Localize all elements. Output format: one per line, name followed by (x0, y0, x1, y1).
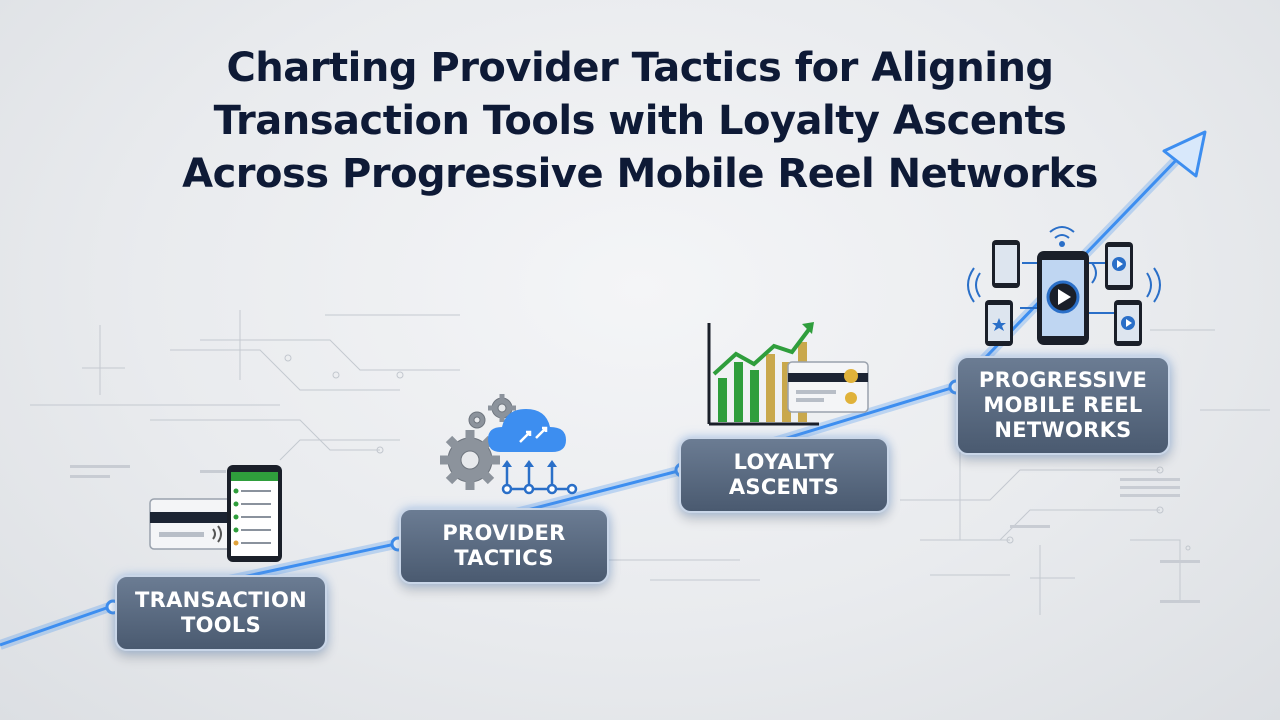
stage-label-line: TOOLS (180, 613, 262, 637)
stage-label-line: NETWORKS (994, 418, 1132, 442)
stage-label-line: PROGRESSIVE (978, 368, 1148, 392)
stage-label-line: ASCENTS (728, 475, 840, 499)
stage-label-line: TACTICS (454, 546, 554, 570)
growth-chart-and-loyalty-card-icon (707, 322, 869, 426)
page-title: Charting Provider Tactics for Aligning T… (0, 42, 1280, 201)
stage-label-line: MOBILE REEL (983, 393, 1143, 417)
stage-card-progressive-mobile-reel-networks: PROGRESSIVE MOBILE REEL NETWORKS (956, 356, 1170, 455)
stage-label-line: LOYALTY (733, 450, 835, 474)
connected-mobile-devices-icon (967, 226, 1161, 346)
payment-card-and-phone-icon (149, 465, 282, 562)
title-line: Transaction Tools with Loyalty Ascents (213, 98, 1067, 144)
stage-label-line: PROVIDER (442, 521, 566, 545)
progress-arrowhead (1162, 130, 1207, 178)
stage-card-loyalty-ascents: LOYALTY ASCENTS (679, 437, 889, 513)
stage-label-line: TRANSACTION (135, 588, 307, 612)
stage-card-provider-tactics: PROVIDER TACTICS (399, 508, 609, 584)
stage-card-transaction-tools: TRANSACTION TOOLS (115, 575, 327, 651)
title-line: Charting Provider Tactics for Aligning (226, 45, 1054, 91)
gears-and-cloud-icon (440, 394, 578, 495)
title-line: Across Progressive Mobile Reel Networks (182, 151, 1098, 197)
